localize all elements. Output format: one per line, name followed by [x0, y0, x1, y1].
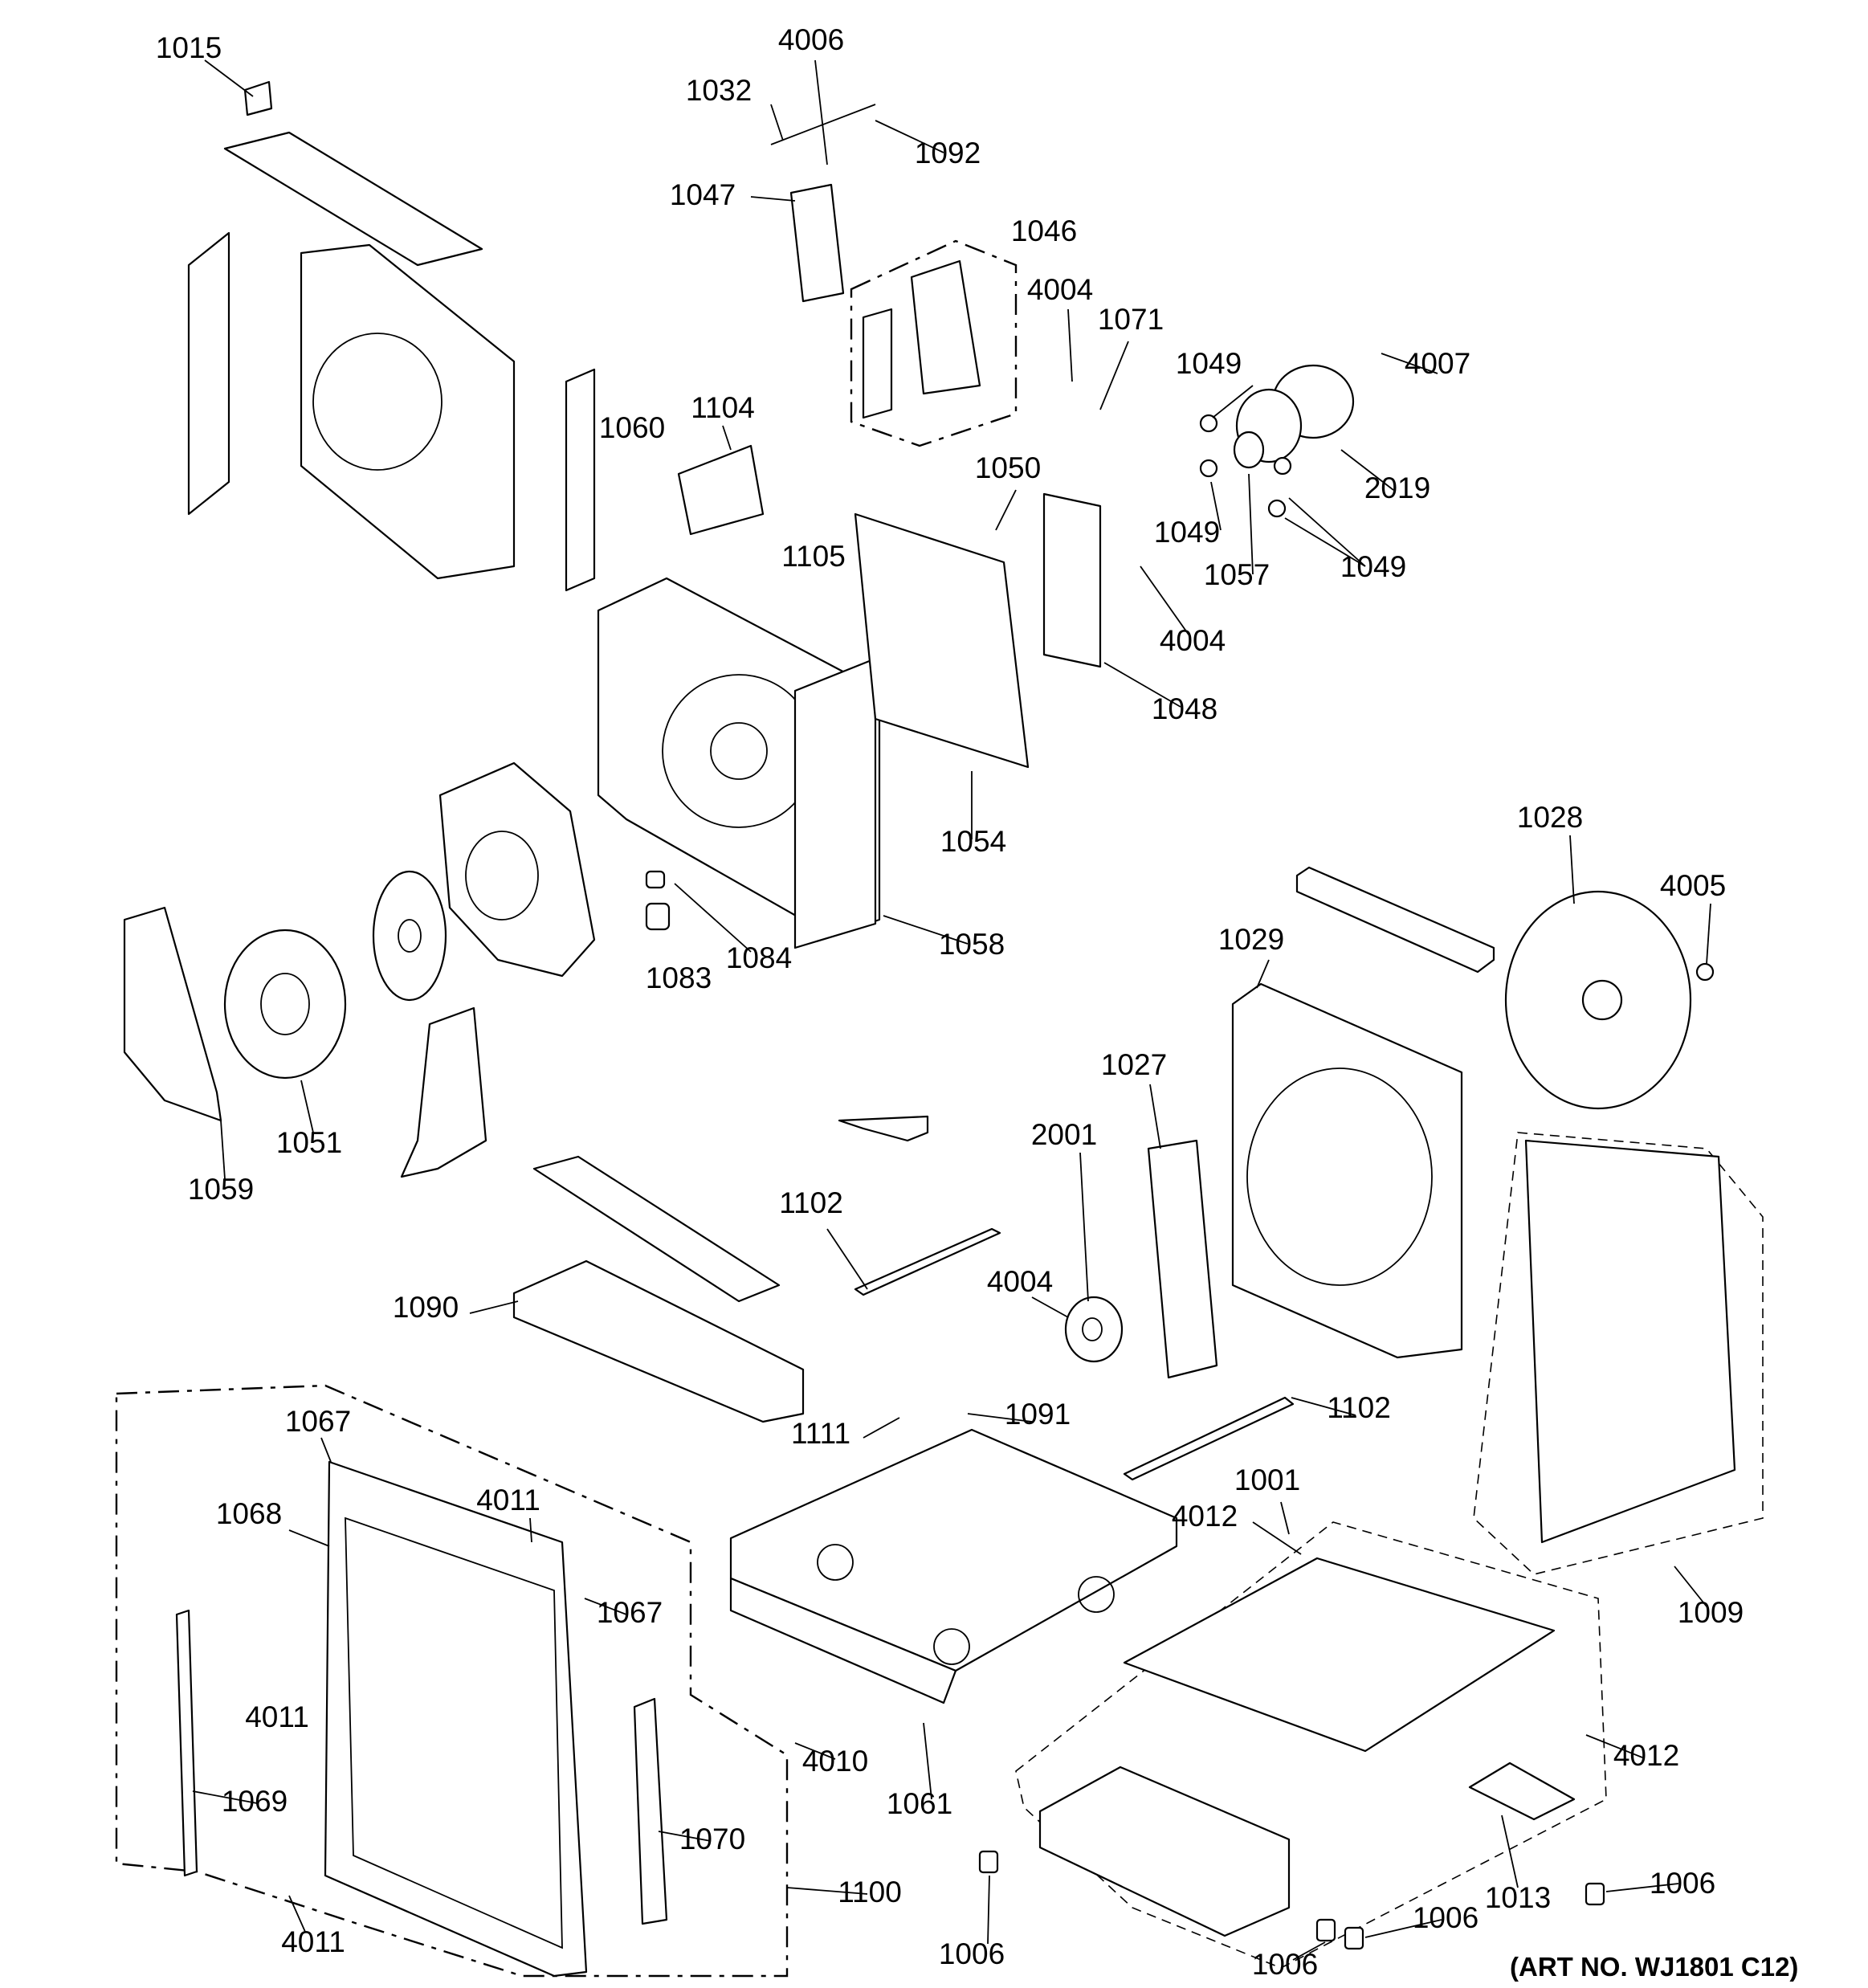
callout-1070: 1070 — [679, 1823, 745, 1855]
callout-1060: 1060 — [599, 411, 665, 444]
callout-1083: 1083 — [646, 961, 712, 994]
blower-motor-2019 — [1233, 364, 1355, 469]
callout-4010: 4010 — [802, 1745, 868, 1778]
callout-1102a: 1102 — [779, 1186, 843, 1219]
left-side-bracket — [187, 231, 230, 516]
callout-4012b: 4012 — [1613, 1739, 1679, 1772]
inlet-ring — [438, 761, 596, 978]
filter-assembly-1046 — [850, 239, 1018, 447]
callout-1006d: 1006 — [1252, 1948, 1318, 1981]
callout-1006b: 1006 — [1413, 1901, 1478, 1934]
motor-mount-1048 — [1042, 492, 1102, 668]
drip-pan-1013 — [1468, 1761, 1576, 1821]
front-grille-assembly-1100 — [115, 1384, 789, 1978]
callout-1029: 1029 — [1218, 923, 1284, 956]
callout-1059: 1059 — [188, 1173, 254, 1206]
art-number: (ART NO. WJ1801 C12) — [1510, 1952, 1798, 1982]
side-strip-1070 — [633, 1697, 668, 1925]
leader-lines — [192, 59, 1711, 1961]
damper-1060 — [677, 444, 765, 536]
partition-panel — [300, 243, 516, 580]
callout-1067b: 1067 — [597, 1596, 663, 1629]
callout-4011b: 4011 — [245, 1700, 309, 1733]
callout-1047: 1047 — [670, 178, 736, 211]
callout-1006c: 1006 — [939, 1937, 1005, 1970]
callout-1102b: 1102 — [1327, 1391, 1391, 1424]
callout-1001: 1001 — [1234, 1463, 1300, 1496]
callout-1046: 1046 — [1011, 214, 1077, 247]
clips-1083-1084 — [645, 870, 671, 931]
callout-1049a: 1049 — [1176, 347, 1242, 380]
front-panel-1068 — [324, 1460, 588, 1978]
callout-1009: 1009 — [1678, 1596, 1744, 1629]
callout-4004a: 4004 — [1027, 273, 1093, 306]
feet-1006 — [978, 1850, 1605, 1950]
blower-housing — [597, 577, 881, 949]
callout-2001: 2001 — [1031, 1118, 1097, 1151]
grommets-1049 — [1199, 414, 1292, 518]
callout-1100: 1100 — [838, 1876, 902, 1908]
scroll-1059 — [123, 906, 222, 1122]
wheel-cover — [372, 870, 447, 1002]
callout-4005: 4005 — [1660, 869, 1726, 902]
callout-1067a: 1067 — [285, 1405, 351, 1438]
callout-4007: 4007 — [1405, 347, 1470, 380]
callout-1006a: 1006 — [1650, 1867, 1715, 1900]
side-panel-1009 — [1473, 1132, 1764, 1575]
callout-1015: 1015 — [156, 31, 222, 64]
callout-4011a: 4011 — [476, 1484, 540, 1517]
callout-1054: 1054 — [940, 825, 1006, 858]
motor-bracket-1027 — [1147, 1139, 1218, 1379]
callout-1091: 1091 — [1005, 1398, 1071, 1431]
callout-4004b: 4004 — [1160, 624, 1226, 657]
callout-1049c: 1049 — [1340, 550, 1406, 583]
top-cover-panel — [223, 80, 483, 267]
blower-wheel-1051 — [223, 929, 347, 1080]
callout-1105: 1105 — [781, 540, 846, 573]
callout-4011c: 4011 — [281, 1925, 345, 1958]
callout-1027: 1027 — [1101, 1048, 1167, 1081]
callout-1032: 1032 — [686, 74, 752, 107]
callout-1104: 1104 — [691, 391, 755, 424]
callout-1092: 1092 — [915, 137, 981, 169]
callout-1049b: 1049 — [1154, 516, 1220, 549]
callout-1028: 1028 — [1517, 801, 1583, 834]
callout-1084: 1084 — [726, 941, 792, 974]
divider-bracket — [565, 368, 596, 592]
callout-1051: 1051 — [276, 1126, 342, 1159]
callout-1058: 1058 — [939, 928, 1005, 961]
callout-1111: 1111 — [791, 1417, 850, 1450]
callout-1069: 1069 — [222, 1785, 288, 1818]
callout-1090: 1090 — [393, 1291, 459, 1324]
callout-1061: 1061 — [887, 1787, 952, 1820]
drain-cover-1090 — [512, 1155, 805, 1423]
fan-motor-2001 — [1064, 1296, 1124, 1363]
callout-4012a: 4012 — [1172, 1500, 1238, 1533]
callout-1068: 1068 — [216, 1497, 282, 1530]
callout-1050: 1050 — [975, 451, 1041, 484]
callout-1071: 1071 — [1098, 303, 1164, 336]
baffle-panel-1054 — [854, 512, 1030, 769]
callout-4006: 4006 — [778, 23, 844, 56]
callout-1013: 1013 — [1485, 1881, 1551, 1914]
bottom-frame-1001 — [1015, 1521, 1607, 1969]
callout-1057: 1057 — [1204, 558, 1270, 591]
side-strip-1069 — [175, 1609, 198, 1877]
fan-shroud-1029 — [1231, 866, 1495, 1359]
base-pan-1061 — [729, 1428, 1178, 1704]
gasket-1102 — [838, 1115, 1295, 1481]
callout-1048: 1048 — [1152, 692, 1217, 725]
callout-2019: 2019 — [1364, 471, 1430, 504]
callout-4004c: 4004 — [987, 1265, 1053, 1298]
fan-blade-1028 — [1504, 890, 1715, 1110]
air-guide-strip — [400, 1006, 487, 1178]
filter-holder-1047 — [789, 183, 845, 303]
